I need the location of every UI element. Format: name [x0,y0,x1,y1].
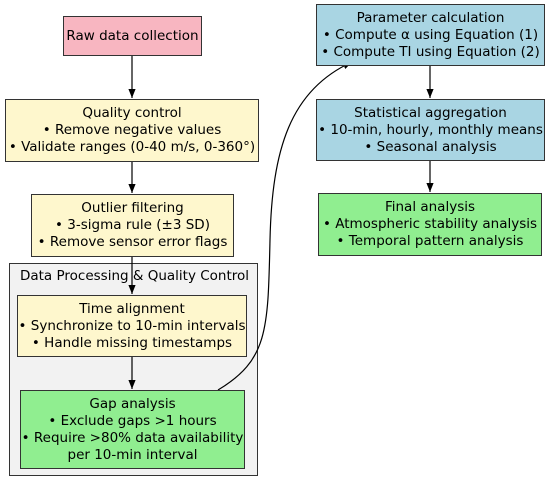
node-bullet: • Handle missing timestamps [31,334,233,351]
node-statistical-aggregation: Statistical aggregation • 10-min, hourly… [316,99,545,161]
node-bullet: • 3-sigma rule (±3 SD) [55,217,210,233]
node-raw-data-collection: Raw data collection [63,16,202,56]
node-title: Quality control [82,105,182,121]
node-title: Parameter calculation [356,9,505,26]
node-bullet: • Compute TI using Equation (2) [321,43,540,60]
node-bullet: • 10-min, hourly, monthly means [318,121,543,138]
node-title: Raw data collection [66,27,199,44]
node-bullet: • Compute α using Equation (1) [322,26,539,43]
node-bullet: • Atmospheric stability analysis [322,216,538,232]
node-bullet: • Synchronize to 10-min intervals [18,317,246,334]
node-bullet: • Seasonal analysis [364,138,497,155]
node-bullet: • Exclude gaps >1 hours [48,412,217,429]
node-title: Final analysis [384,199,476,215]
node-title: Outlier filtering [81,200,184,216]
node-quality-control: Quality control • Remove negative values… [5,99,259,162]
node-title: Time alignment [79,300,185,317]
node-outlier-filtering: Outlier filtering • 3-sigma rule (±3 SD)… [31,194,234,257]
node-gap-analysis: Gap analysis • Exclude gaps >1 hours • R… [20,390,245,469]
edge-gap-to-param [217,61,353,391]
node-title: Statistical aggregation [354,104,507,121]
node-bullet: • Require >80% data availability [21,429,244,446]
node-parameter-calculation: Parameter calculation • Compute α using … [316,4,545,66]
node-bullet: • Remove negative values [42,122,222,138]
cluster-label: Data Processing & Quality Control [19,268,250,284]
node-title: Gap analysis [89,395,176,412]
node-final-analysis: Final analysis • Atmospheric stability a… [318,193,542,256]
node-time-alignment: Time alignment • Synchronize to 10-min i… [17,295,247,357]
node-bullet: • Validate ranges (0-40 m/s, 0-360°) [8,139,256,155]
node-bullet: • Temporal pattern analysis [336,233,524,249]
node-bullet: • Remove sensor error flags [37,234,228,250]
node-text: per 10-min interval [67,446,198,463]
